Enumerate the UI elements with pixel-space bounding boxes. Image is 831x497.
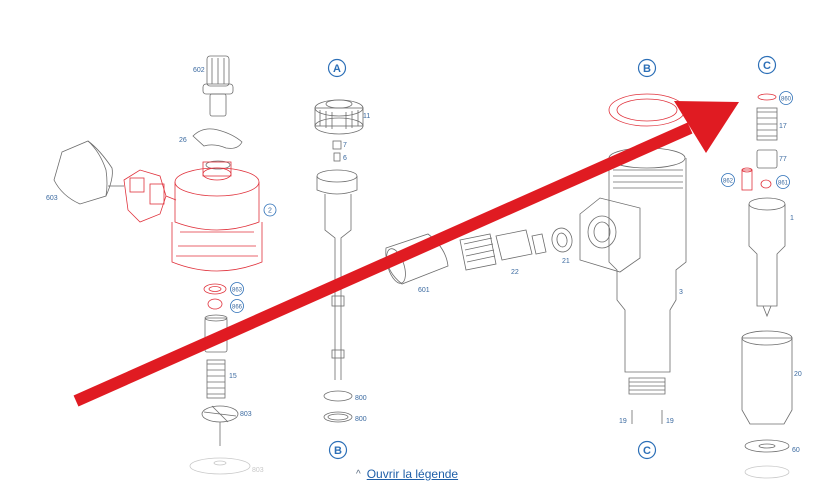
- red-arrow-annotation: [73, 101, 739, 407]
- svg-text:C: C: [643, 445, 651, 457]
- badge-b-top[interactable]: B: [637, 58, 657, 78]
- badge-c-bottom[interactable]: C: [637, 440, 657, 460]
- part-labels: 602 26 603 2 863 866 15 803 803 11 7 6 8…: [46, 67, 802, 474]
- label-601: 601: [418, 287, 430, 294]
- part-3-body[interactable]: [579, 147, 687, 395]
- label-19-b: 19: [666, 418, 674, 425]
- label-866: 866: [232, 305, 243, 311]
- injector-body: [579, 93, 687, 424]
- part-1-nozzle[interactable]: [748, 197, 786, 318]
- label-800-b: 800: [355, 416, 367, 423]
- part-2-solenoid[interactable]: [108, 161, 263, 272]
- badge-b-bottom[interactable]: B: [328, 440, 348, 460]
- label-6: 6: [343, 155, 347, 162]
- label-19-a: 19: [619, 418, 627, 425]
- label-11: 11: [363, 113, 370, 120]
- part-800-ring-a[interactable]: [323, 390, 353, 402]
- badge-c-top[interactable]: C: [757, 55, 777, 75]
- label-803-a: 803: [240, 411, 252, 418]
- label-860: 860: [781, 97, 792, 103]
- part-7[interactable]: [332, 140, 342, 150]
- part-20-nut[interactable]: [741, 330, 793, 425]
- part-866-seal[interactable]: [207, 298, 223, 310]
- part-6[interactable]: [333, 152, 341, 162]
- label-603: 603: [46, 195, 58, 202]
- label-863: 863: [232, 288, 243, 294]
- part-800-ring-b[interactable]: [323, 411, 353, 423]
- label-862: 862: [723, 179, 734, 185]
- svg-text:A: A: [333, 63, 341, 75]
- label-26: 26: [179, 137, 187, 144]
- label-77: 77: [779, 156, 787, 163]
- nozzle-column-c: [741, 93, 793, 479]
- part-26-clip[interactable]: [192, 128, 243, 149]
- part-861-ring[interactable]: [760, 179, 772, 189]
- part-862-pin[interactable]: [741, 167, 753, 191]
- part-803-armature[interactable]: [201, 405, 239, 446]
- part-77-spacer[interactable]: [756, 149, 778, 169]
- part-15-spring[interactable]: [206, 359, 226, 399]
- solenoid-assembly: [53, 55, 263, 475]
- part-60-washer[interactable]: [744, 439, 790, 453]
- part-863-seal[interactable]: [203, 283, 227, 295]
- label-22: 22: [511, 269, 519, 276]
- part-860-seal[interactable]: [757, 93, 777, 101]
- valve-column-a: [314, 99, 364, 423]
- part-17-spring[interactable]: [756, 107, 778, 141]
- svg-text:C: C: [763, 60, 771, 72]
- label-803-b: 803: [252, 467, 264, 474]
- svg-text:B: B: [334, 445, 342, 457]
- label-861: 861: [778, 181, 789, 187]
- label-1: 1: [790, 215, 794, 222]
- label-602: 602: [193, 67, 205, 74]
- label-3: 3: [679, 289, 683, 296]
- badge-a-top[interactable]: A: [327, 58, 347, 78]
- label-20: 20: [794, 371, 802, 378]
- part-603-cap[interactable]: [53, 140, 113, 205]
- label-60: 60: [792, 447, 800, 454]
- label-17: 17: [779, 123, 787, 130]
- chevron-up-icon: ^: [356, 468, 361, 480]
- label-800-a: 800: [355, 395, 367, 402]
- label-7: 7: [343, 142, 347, 149]
- part-22-connector[interactable]: [459, 229, 547, 271]
- label-21: 21: [562, 258, 570, 265]
- svg-text:B: B: [643, 63, 651, 75]
- part-11-nut[interactable]: [314, 99, 364, 135]
- label-2: 2: [268, 208, 272, 215]
- legend-toggle-label: Ouvrir la légende: [366, 467, 459, 481]
- legend-toggle-link[interactable]: ^ Ouvrir la légende: [356, 467, 458, 481]
- label-15: 15: [229, 373, 237, 380]
- part-602[interactable]: [202, 55, 234, 117]
- part-21-ring[interactable]: [550, 226, 574, 253]
